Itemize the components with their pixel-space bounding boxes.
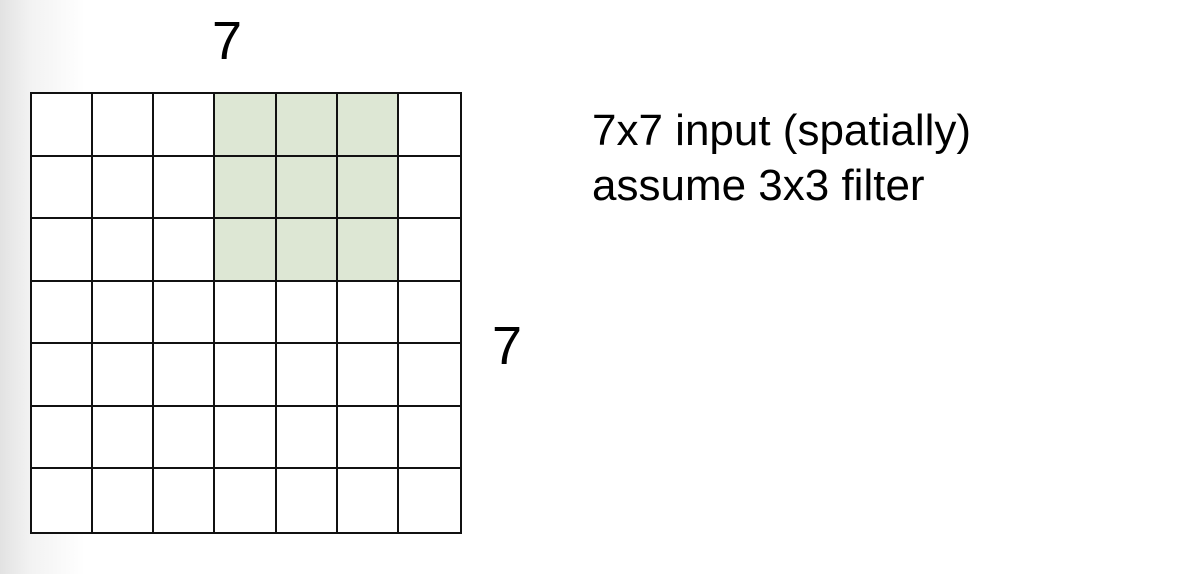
caption-line-filter-size: assume 3x3 filter [592, 161, 925, 210]
grid-cell [93, 156, 155, 220]
grid-height-label: 7 [492, 316, 523, 376]
grid-cell [276, 344, 338, 407]
grid-cell [32, 219, 94, 282]
grid-cell [398, 94, 460, 157]
grid-cell [276, 281, 338, 345]
grid-cell [32, 469, 94, 532]
input-grid [30, 92, 462, 534]
filter-receptive-field-cell [337, 156, 399, 220]
grid-cell [154, 156, 216, 220]
grid-cell [32, 344, 94, 407]
grid-cell [337, 281, 399, 345]
grid-cell [398, 281, 460, 345]
grid-cell [398, 469, 460, 532]
filter-receptive-field-cell [276, 219, 338, 282]
grid-cell [93, 406, 155, 470]
grid-cell [154, 344, 216, 407]
grid-cell [276, 406, 338, 470]
caption-line-input-size: 7x7 input (spatially) [592, 106, 972, 155]
grid-cell [32, 406, 94, 470]
filter-receptive-field-cell [337, 219, 399, 282]
grid-cell [398, 406, 460, 470]
grid-cell [154, 281, 216, 345]
grid-cell [154, 469, 216, 532]
grid-cell [154, 94, 216, 157]
grid-cell [93, 469, 155, 532]
grid-cell [93, 344, 155, 407]
filter-receptive-field-cell [215, 94, 277, 157]
grid-cell [337, 469, 399, 532]
grid-cell [337, 344, 399, 407]
grid-cell [215, 344, 277, 407]
grid-cell [215, 281, 277, 345]
grid-cell [154, 219, 216, 282]
caption-block: 7x7 input (spatially) assume 3x3 filter [592, 103, 971, 213]
grid-cell [32, 94, 94, 157]
filter-receptive-field-cell [215, 219, 277, 282]
grid-cell [32, 281, 94, 345]
filter-receptive-field-cell [215, 156, 277, 220]
grid-cell [93, 219, 155, 282]
grid-cell [154, 406, 216, 470]
grid-cell [398, 219, 460, 282]
filter-receptive-field-cell [276, 94, 338, 157]
grid-cell [398, 156, 460, 220]
filter-receptive-field-cell [337, 94, 399, 157]
grid-cell [215, 469, 277, 532]
grid-cell [32, 156, 94, 220]
grid-cell [215, 406, 277, 470]
grid-cell [276, 469, 338, 532]
grid-cell [337, 406, 399, 470]
grid-cell [93, 281, 155, 345]
grid-cell [398, 344, 460, 407]
grid-width-label: 7 [212, 11, 243, 71]
grid-cell [93, 94, 155, 157]
filter-receptive-field-cell [276, 156, 338, 220]
